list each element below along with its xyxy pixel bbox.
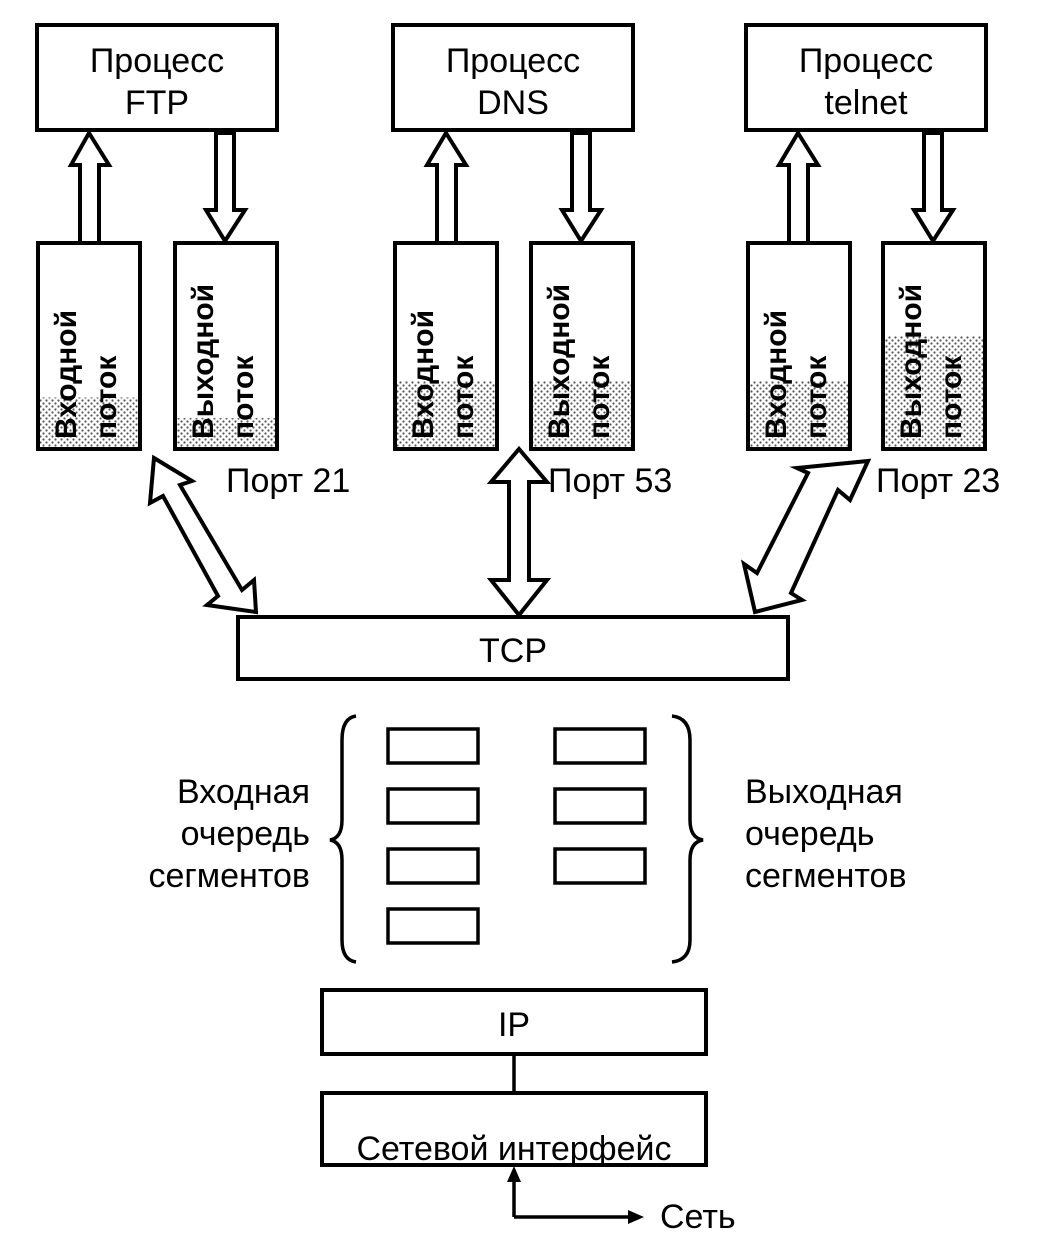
telnet-input-stream-label-line1: Входной bbox=[760, 310, 793, 439]
dns-output-stream-label-line2: поток bbox=[583, 355, 616, 439]
ftp-output-stream-box bbox=[173, 241, 279, 451]
process-telnet: Процесс telnet bbox=[744, 23, 988, 132]
process-dns-title: Процесс bbox=[446, 42, 580, 80]
telnet-output-stream-label-line2: поток bbox=[935, 355, 968, 439]
ftp-output-stream-label-line2: поток bbox=[227, 355, 260, 439]
ip-layer: IP bbox=[320, 988, 708, 1056]
port-21-double-arrow bbox=[147, 454, 259, 615]
telnet-output-stream-label-line1: Выходной bbox=[895, 284, 928, 439]
ftp-output-stream-fill bbox=[175, 418, 277, 449]
telnet-output-stream-box bbox=[881, 241, 987, 451]
network-label: Сеть bbox=[660, 1198, 736, 1236]
ftp-input-stream-box bbox=[36, 241, 142, 451]
telnet-input-stream-fill bbox=[748, 381, 850, 449]
tcp-label: TCP bbox=[479, 632, 547, 670]
telnet-input-up-arrow bbox=[775, 129, 822, 245]
process-ftp-name: FTP bbox=[125, 84, 189, 122]
telnet-output-stream-fill bbox=[883, 335, 985, 449]
ftp-output-down-arrow bbox=[202, 131, 249, 245]
process-ftp: Процесс FTP bbox=[35, 23, 279, 132]
queue-segments bbox=[386, 727, 647, 945]
network-up-arrowhead-icon bbox=[507, 1166, 521, 1182]
telnet-output-down-arrow bbox=[910, 131, 957, 245]
ip-label: IP bbox=[498, 1006, 530, 1044]
dns-output-down-arrow bbox=[558, 131, 605, 245]
input-queue-segment bbox=[386, 847, 480, 885]
dns-input-stream-box bbox=[393, 241, 499, 451]
network-connection: Сеть bbox=[507, 1166, 736, 1236]
port-23-double-arrow bbox=[740, 458, 872, 615]
dns-input-stream-fill bbox=[395, 381, 497, 449]
ftp-input-up-arrow bbox=[67, 129, 113, 245]
tcp-layer: TCP bbox=[236, 615, 790, 681]
output-queue-label-line1: Выходная bbox=[745, 773, 903, 811]
dns-input-stream-label-line2: поток bbox=[447, 355, 480, 439]
output-queue-label-line2: очередь bbox=[745, 815, 874, 853]
dns-input-up-arrow bbox=[423, 129, 470, 245]
network-right-arrowhead-icon bbox=[628, 1210, 644, 1224]
process-dns-name: DNS bbox=[477, 84, 549, 122]
ip-box bbox=[320, 988, 708, 1056]
ftp-input-stream-fill bbox=[38, 397, 140, 449]
output-queue-segment bbox=[553, 727, 647, 765]
telnet-input-stream-label-line2: поток bbox=[800, 355, 833, 439]
output-queue-segment bbox=[553, 847, 647, 885]
port-53-double-arrow bbox=[486, 445, 552, 619]
input-queue-segment bbox=[386, 907, 480, 945]
ftp-input-stream-label-line2: поток bbox=[90, 355, 123, 439]
input-queue-label-line3: сегментов bbox=[148, 857, 310, 895]
output-queue-label-line3: сегментов bbox=[745, 857, 907, 895]
input-queue-segment bbox=[386, 727, 480, 765]
dns-output-stream-label-line1: Выходной bbox=[543, 284, 576, 439]
input-queue-label-line2: очередь bbox=[181, 815, 310, 853]
telnet-input-stream-box bbox=[746, 241, 852, 451]
process-dns: Процесс DNS bbox=[391, 23, 635, 132]
dns-output-stream-box bbox=[529, 241, 635, 451]
port-21-label: Порт 21 bbox=[226, 462, 350, 500]
segment-queues: Входная очередь сегментов Выходная очере… bbox=[148, 714, 907, 964]
dns-input-stream-label-line1: Входной bbox=[407, 310, 440, 439]
port-23-label: Порт 23 bbox=[876, 462, 1000, 500]
input-queue-label-line1: Входная bbox=[177, 773, 310, 811]
dns-output-stream-fill bbox=[531, 381, 633, 449]
process-telnet-name: telnet bbox=[824, 84, 908, 122]
output-queue-brace bbox=[671, 714, 704, 964]
port-53-label: Порт 53 bbox=[548, 462, 672, 500]
process-telnet-title: Процесс bbox=[799, 42, 933, 80]
network-interface-box bbox=[320, 1091, 708, 1167]
ftp-output-stream-label-line1: Выходной bbox=[187, 284, 220, 439]
network-interface-label: Сетевой интерфейс bbox=[356, 1130, 671, 1168]
process-ftp-box bbox=[35, 23, 279, 132]
input-queue-brace bbox=[329, 714, 357, 964]
process-telnet-box bbox=[744, 23, 988, 132]
network-interface-layer: Сетевой интерфейс bbox=[320, 1091, 708, 1168]
process-dns-box bbox=[391, 23, 635, 132]
port-arrows bbox=[147, 445, 872, 619]
ftp-input-stream-label-line1: Входной bbox=[50, 310, 83, 439]
output-queue-segment bbox=[553, 787, 647, 825]
tcp-box bbox=[236, 615, 790, 681]
stream-arrows bbox=[67, 129, 957, 245]
process-ftp-title: Процесс bbox=[90, 42, 224, 80]
input-queue-segment bbox=[386, 787, 480, 825]
